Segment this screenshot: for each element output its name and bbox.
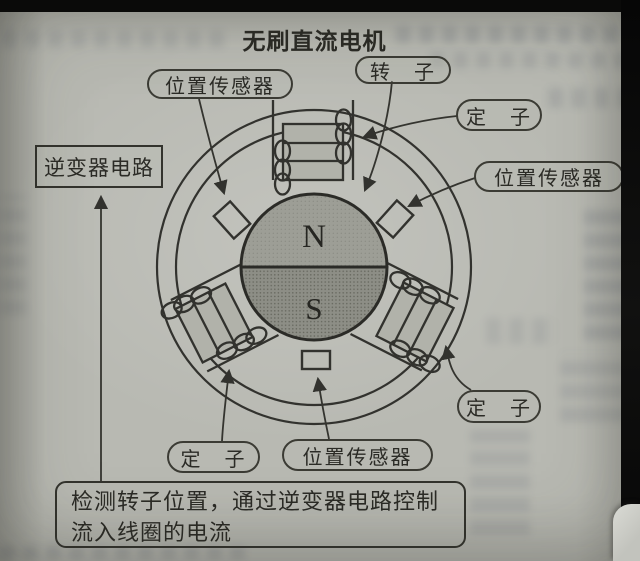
label-position-sensor-right: 位置传感器 (474, 161, 624, 192)
rotor-south-half (241, 267, 387, 340)
label-position-sensor-top-left: 位置传感器 (147, 69, 293, 99)
label-position-sensor-bottom: 位置传感器 (282, 439, 433, 471)
rotor-south-label: S (305, 291, 322, 326)
leader-rotor (363, 80, 393, 192)
rotor-magnet: N S (239, 192, 389, 342)
right-edge-shadow (621, 0, 640, 561)
top-edge-shadow (0, 0, 640, 12)
caption-line-2: 流入线圈的电流 (71, 520, 233, 545)
leader-position-sensor-right (407, 177, 476, 208)
leader-position-sensor-bottom (312, 376, 330, 440)
inverter-circuit-box: 逆变器电路 (35, 145, 163, 188)
label-stator-bottom-left: 定 子 (167, 441, 260, 473)
position-sensor-top-right-shape (375, 198, 415, 240)
caption-box: 检测转子位置，通过逆变器电路控制 流入线圈的电流 (55, 481, 466, 548)
label-rotor: 转 子 (355, 56, 451, 84)
outer-ring (155, 108, 473, 426)
position-sensor-top-left-shape (212, 199, 252, 241)
caption-line-1: 检测转子位置，通过逆变器电路控制 (71, 489, 440, 514)
label-stator-top-right: 定 子 (456, 99, 542, 131)
rotor-north-label: N (302, 219, 326, 255)
leader-stator-bottom-right (441, 344, 472, 391)
label-stator-bottom-right: 定 子 (457, 390, 541, 423)
leader-stator-top-right (361, 115, 458, 140)
rotor-north-half (241, 194, 387, 267)
stator-coil-top (271, 98, 355, 196)
leader-position-sensor-top-left (198, 98, 228, 196)
leader-stator-bottom-left (220, 368, 235, 442)
page-corner-tab (613, 504, 640, 561)
position-sensor-bottom-shape (300, 349, 332, 371)
page-title: 无刷直流电机 (242, 29, 387, 54)
